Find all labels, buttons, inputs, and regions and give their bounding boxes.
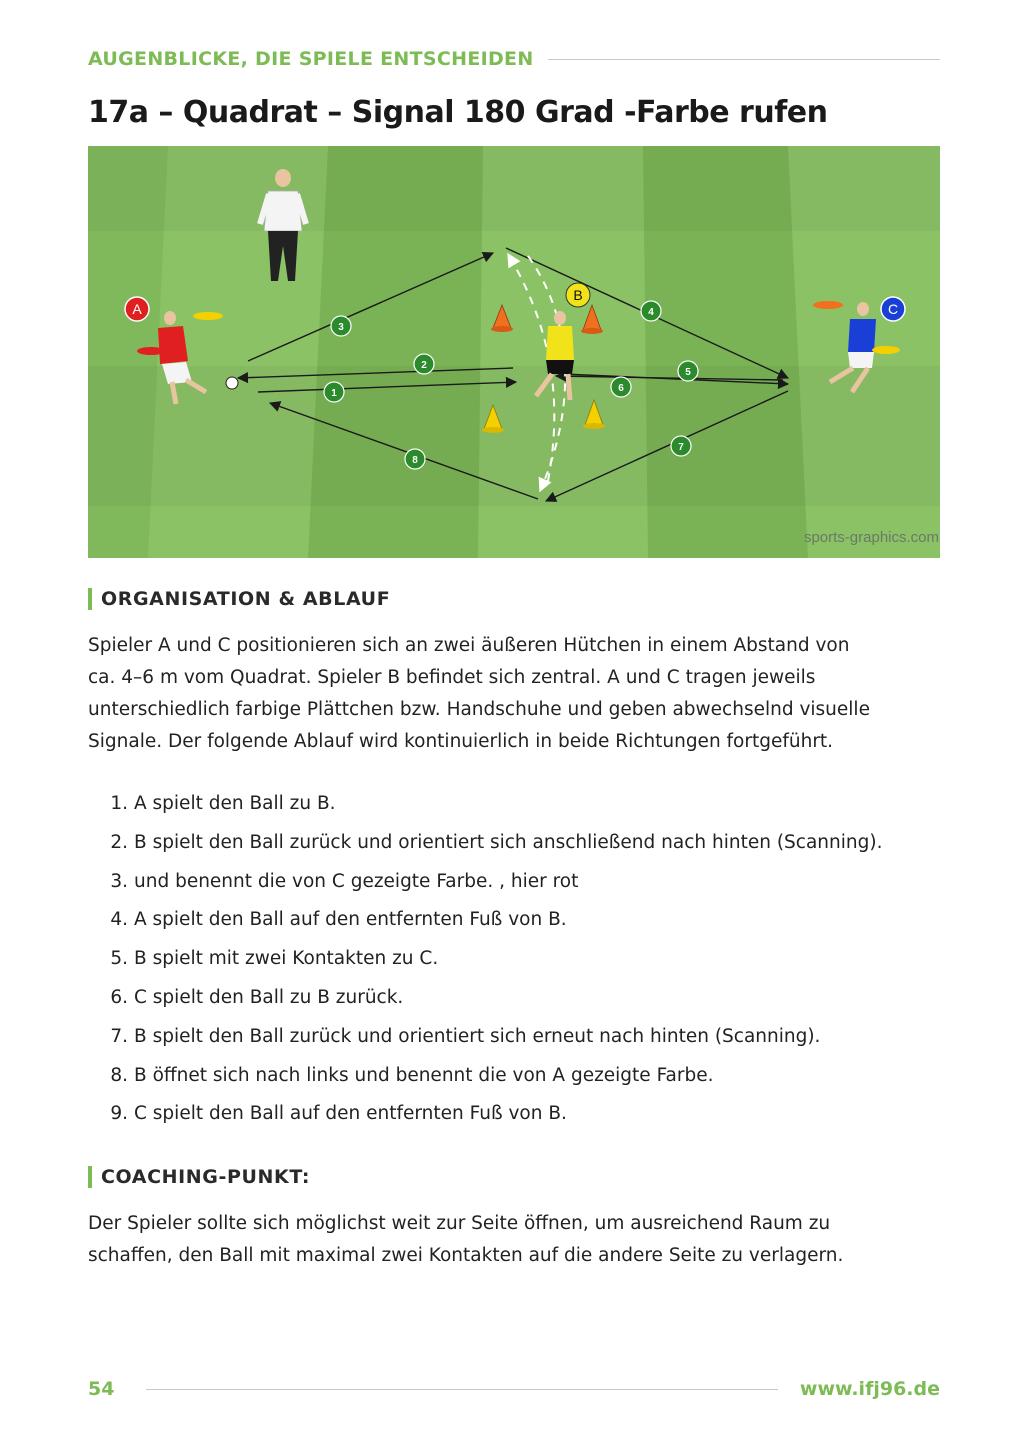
svg-text:3: 3 — [338, 322, 344, 333]
player-a-badge: A — [124, 296, 150, 322]
list-item: 8.B öffnet sich nach links und benennt d… — [110, 1064, 714, 1086]
list-item: 2.B spielt den Ball zurück und orientier… — [110, 831, 883, 853]
cone-yellow-icon — [482, 403, 504, 433]
footer-rule — [146, 1388, 778, 1390]
svg-text:5: 5 — [685, 367, 691, 378]
organisation-line: Spieler A und C positionieren sich an zw… — [88, 635, 850, 656]
chapter-title: AUGENBLICKE, DIE SPIELE ENTSCHEIDEN — [88, 48, 534, 70]
svg-text:7: 7 — [678, 442, 684, 453]
pass-arrows — [236, 247, 790, 502]
heading-accent-bar — [88, 588, 92, 610]
pass-arrow-5 — [562, 373, 790, 390]
running-header: AUGENBLICKE, DIE SPIELE ENTSCHEIDEN — [88, 48, 940, 70]
svg-text:2: 2 — [421, 360, 427, 371]
header-rule — [547, 58, 940, 60]
list-item: 3.und benennt die von C gezeigte Farbe. … — [110, 870, 579, 892]
player-b — [533, 311, 574, 401]
svg-text:A: A — [132, 301, 142, 317]
pitch-stripe — [88, 146, 168, 558]
organisation-paragraph: Spieler A und C positionieren sich an zw… — [88, 630, 928, 758]
svg-text:B: B — [573, 287, 582, 303]
organisation-line: unterschiedlich farbige Plättchen bzw. H… — [88, 699, 870, 720]
coaching-heading-text: COACHING-PUNKT: — [101, 1166, 311, 1188]
page-footer: 54 www.ifj96.de — [88, 1378, 940, 1400]
pass-number-1: 1 — [323, 381, 345, 403]
website-link[interactable]: www.ifj96.de — [799, 1378, 940, 1400]
coaching-heading: COACHING-PUNKT: — [88, 1166, 310, 1188]
player-a — [137, 311, 239, 405]
pass-arrow-2 — [236, 367, 514, 384]
image-credit: sports-graphics.com — [804, 529, 939, 546]
list-item: 7.B spielt den Ball zurück und orientier… — [110, 1025, 821, 1047]
pitch-stripe — [308, 146, 483, 558]
coaching-line: schaffen, den Ball mit maximal zwei Kont… — [88, 1245, 844, 1266]
svg-text:1: 1 — [331, 388, 337, 399]
cones — [482, 303, 605, 433]
pass-number-2: 2 — [413, 353, 435, 375]
pass-number-7: 7 — [670, 435, 692, 457]
svg-text:4: 4 — [648, 307, 654, 318]
coaching-line: Der Spieler sollte sich möglichst weit z… — [88, 1213, 831, 1234]
heading-accent-bar — [88, 1166, 92, 1188]
organisation-heading-text: ORGANISATION & ABLAUF — [101, 588, 391, 610]
drill-title: 17a – Quadrat – Signal 180 Grad -Farbe r… — [88, 95, 828, 130]
organisation-heading: ORGANISATION & ABLAUF — [88, 588, 390, 610]
pass-number-5: 5 — [677, 360, 699, 382]
pitch-band — [88, 146, 940, 231]
list-item: 1.A spielt den Ball zu B. — [110, 793, 336, 814]
player-c — [813, 301, 900, 394]
drill-diagram: 1 2 3 4 5 6 7 8 — [88, 146, 940, 558]
pass-number-8: 8 — [404, 448, 426, 470]
list-item: 4.A spielt den Ball auf den entfernten F… — [110, 909, 567, 931]
coaching-paragraph: Der Spieler sollte sich möglichst weit z… — [88, 1208, 928, 1272]
svg-text:8: 8 — [412, 455, 418, 466]
pass-number-markers: 1 2 3 4 5 6 7 8 — [323, 300, 699, 470]
pass-arrow-3 — [247, 251, 495, 362]
cone-orange-icon — [581, 303, 603, 334]
organisation-line: Signale. Der folgende Ablauf wird kontin… — [88, 731, 834, 752]
organisation-line: ca. 4–6 m vom Quadrat. Spieler B befinde… — [88, 667, 816, 688]
pass-number-6: 6 — [610, 376, 632, 398]
pass-arrow-7 — [544, 390, 789, 502]
svg-text:C: C — [888, 301, 898, 317]
svg-text:6: 6 — [618, 383, 624, 394]
pitch-band — [88, 366, 940, 506]
list-item: 6.C spielt den Ball zu B zurück. — [110, 986, 404, 1008]
pass-number-4: 4 — [640, 300, 662, 322]
coach-figure — [257, 169, 309, 281]
pass-arrow-6 — [554, 370, 784, 382]
drill-steps-list: 1.A spielt den Ball zu B. 2.B spielt den… — [88, 788, 938, 1137]
cone-orange-icon — [491, 303, 513, 332]
player-b-badge: B — [565, 282, 591, 308]
pass-arrow-8 — [268, 401, 539, 500]
pass-number-3: 3 — [330, 315, 352, 337]
player-c-badge: C — [880, 296, 906, 322]
pass-arrow-1 — [257, 376, 518, 393]
cone-yellow-icon — [583, 398, 605, 429]
list-item: 9.C spielt den Ball auf den entfernten F… — [110, 1103, 567, 1125]
list-item: 5.B spielt mit zwei Kontakten zu C. — [110, 948, 439, 970]
page-number: 54 — [88, 1378, 115, 1400]
